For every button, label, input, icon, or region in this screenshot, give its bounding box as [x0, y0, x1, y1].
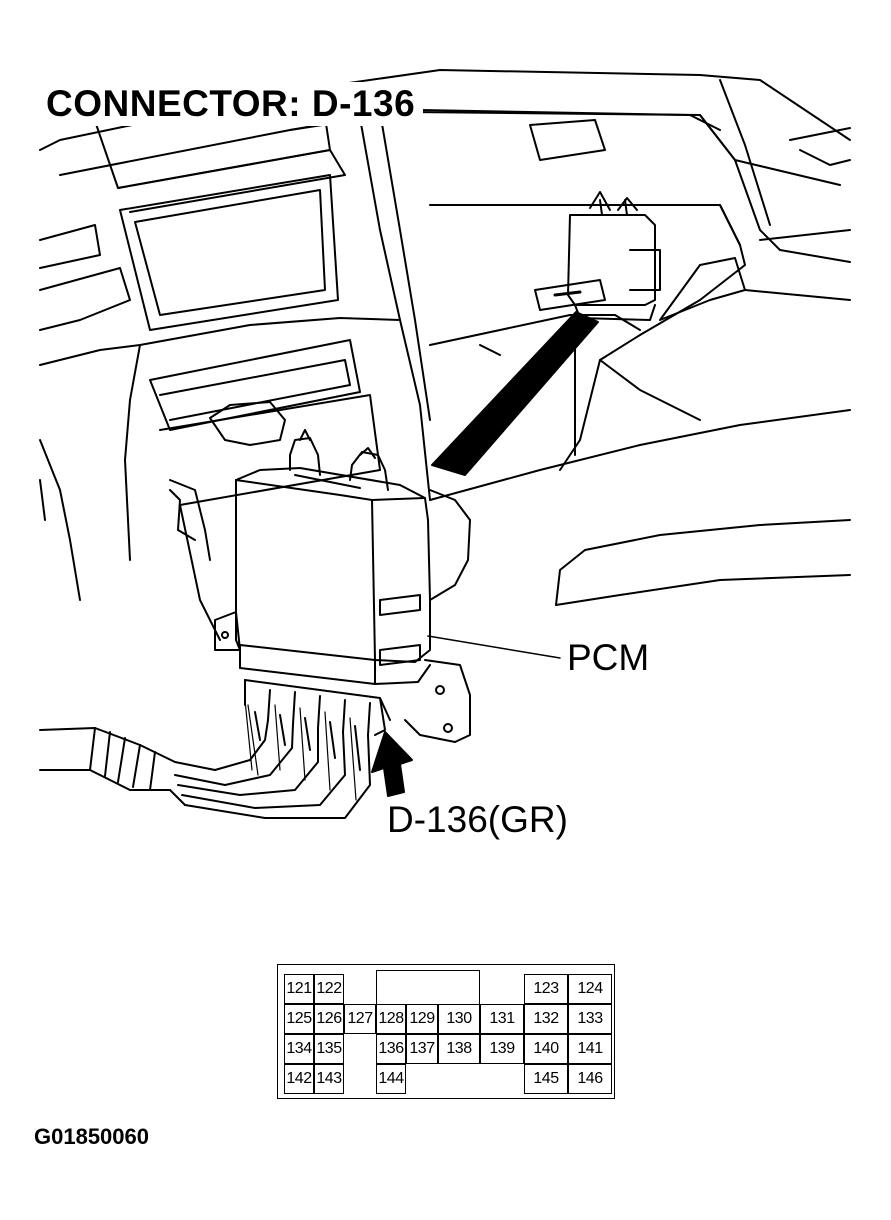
- connector-pin-grid: 121 122 123 124 125 126 127 128 129 130 …: [277, 964, 615, 1099]
- pcm-unit: [209, 401, 471, 743]
- pin-cell: 123: [524, 974, 568, 1004]
- pin-cell: 126: [314, 1004, 344, 1034]
- connector-callout-label: D-136(GR): [385, 799, 570, 840]
- pin-cell: 141: [568, 1034, 612, 1064]
- pin-cell: 124: [568, 974, 612, 1004]
- pin-cell: 132: [524, 1004, 568, 1034]
- pin-cell: 136: [376, 1034, 406, 1064]
- pcm-leader-line: [427, 635, 561, 659]
- blank-pin-block: [376, 970, 480, 1004]
- seat-outline: [429, 489, 851, 606]
- pin-cell: 125: [284, 1004, 314, 1034]
- connector-arrow: [371, 731, 413, 797]
- pin-cell: 140: [524, 1034, 568, 1064]
- pin-cell: 142: [284, 1064, 314, 1094]
- pin-cell: 128: [376, 1004, 406, 1034]
- figure-id: G01850060: [34, 1124, 149, 1149]
- location-pointer-wedge: [431, 311, 599, 476]
- pin-cell: 131: [480, 1004, 524, 1034]
- pin-cell: 133: [568, 1004, 612, 1034]
- pin-cell: 146: [568, 1064, 612, 1094]
- pin-cell: 144: [376, 1064, 406, 1094]
- pin-cell: 134: [284, 1034, 314, 1064]
- pcm-callout-label: PCM: [565, 637, 652, 678]
- connector-title: CONNECTOR: D-136: [44, 82, 424, 126]
- dashboard-outline: [39, 69, 851, 641]
- pin-cell: 138: [438, 1034, 480, 1064]
- pin-cell: 130: [438, 1004, 480, 1034]
- wire-harness: [39, 699, 371, 819]
- pin-cell: 122: [314, 974, 344, 1004]
- pin-cell: 129: [406, 1004, 438, 1034]
- pcm-location-box: [534, 191, 661, 321]
- pin-cell: 127: [344, 1004, 376, 1034]
- pin-cell: 121: [284, 974, 314, 1004]
- pin-cell: 143: [314, 1064, 344, 1094]
- pin-cell: 145: [524, 1064, 568, 1094]
- pin-cell: 137: [406, 1034, 438, 1064]
- pin-cell: 135: [314, 1034, 344, 1064]
- pin-cell: 139: [480, 1034, 524, 1064]
